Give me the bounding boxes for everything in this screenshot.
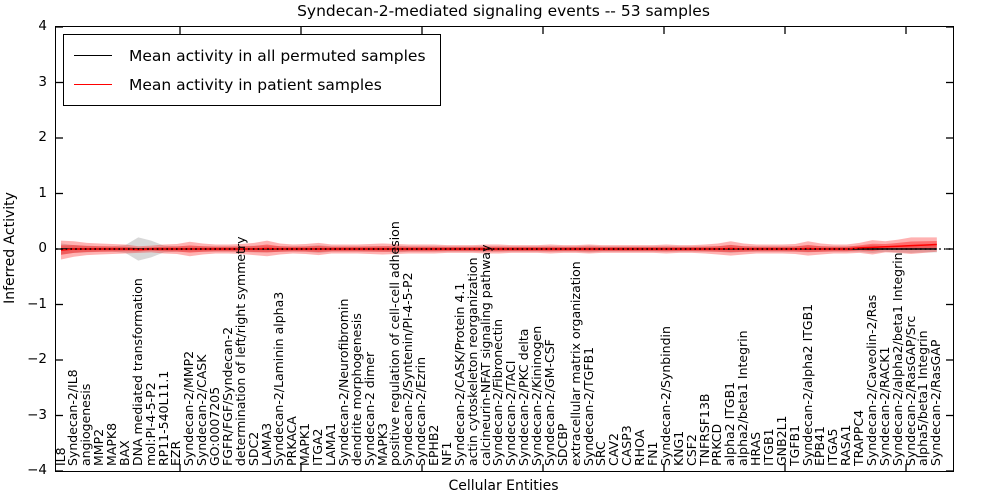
x-tick-label: Syndecan-2/RACK1 — [876, 346, 892, 466]
x-tick-label: Syndecan-2/Caveolin-2/Ras — [863, 294, 879, 466]
y-tick-label: −2 — [27, 351, 47, 367]
x-tick-label: DNA mediated transformation — [129, 278, 145, 466]
x-tick-label: BAX — [116, 440, 132, 466]
legend-entry-permuted: Mean activity in all permuted samples — [74, 41, 426, 70]
x-tick-label: Syndecan-2/CASK/Protein 4.1 — [451, 282, 467, 466]
x-tick-label: KNG1 — [670, 430, 686, 466]
x-axis-label: Cellular Entities — [448, 478, 559, 494]
y-tick-label: 4 — [38, 18, 47, 34]
legend-line-patient-icon — [74, 84, 112, 85]
legend-label-patient: Mean activity in patient samples — [129, 75, 382, 94]
chart-title: Syndecan-2-mediated signaling events -- … — [297, 2, 710, 20]
x-tick-label: Syndecan-2/alpha2/beta1 Integrin — [889, 252, 905, 466]
x-tick-label: determination of left/right symmetry — [232, 236, 248, 467]
x-tick-label: Syndecan-2/RasGAP — [928, 339, 944, 466]
x-tick-label: Syndecan-2/Neurofibromin — [335, 298, 351, 466]
y-tick-label: 2 — [38, 129, 47, 145]
x-tick-label: Syndecan-2/Synbindin — [657, 326, 673, 466]
y-tick-label: 3 — [38, 73, 47, 90]
x-tick-label: TGFB1 — [786, 424, 802, 466]
y-tick-label: 1 — [38, 184, 47, 201]
x-tick-label: dendrite morphogenesis — [348, 313, 364, 466]
x-tick-label: SDC2 — [245, 431, 261, 466]
x-tick-label: FGFR/FGF/Syndecan-2 — [219, 326, 235, 466]
y-tick-label: 0 — [38, 240, 47, 256]
x-tick-label: SDCBP — [554, 423, 570, 466]
x-tick-label: GNB2L1 — [773, 415, 789, 466]
legend-label-permuted: Mean activity in all permuted samples — [129, 46, 426, 65]
y-tick-label: −3 — [27, 406, 47, 423]
x-tick-label: ITGB1 — [760, 428, 776, 466]
x-tick-label: actin cytoskeleton reorganization — [464, 257, 480, 466]
plot-area — [55, 26, 954, 472]
x-tick-label: extracellular matrix organization — [567, 261, 583, 466]
patient-std-band-inner — [61, 240, 937, 255]
x-tick-label: mol:PI-4-5-P2 — [142, 382, 158, 466]
chart-canvas — [56, 27, 953, 471]
y-tick-label: −1 — [27, 295, 47, 312]
x-tick-label: CSF2 — [683, 434, 699, 466]
legend: Mean activity in all permuted samples Me… — [63, 34, 441, 106]
x-tick-label: Syndecan-2/GM-CSF — [541, 339, 557, 466]
x-tick-label: Syndecan-2 dimer — [361, 351, 377, 466]
x-tick-label: NF1 — [438, 441, 454, 467]
legend-line-permuted-icon — [74, 55, 112, 56]
y-tick-label: −4 — [27, 462, 47, 478]
legend-entry-patient: Mean activity in patient samples — [74, 70, 426, 99]
